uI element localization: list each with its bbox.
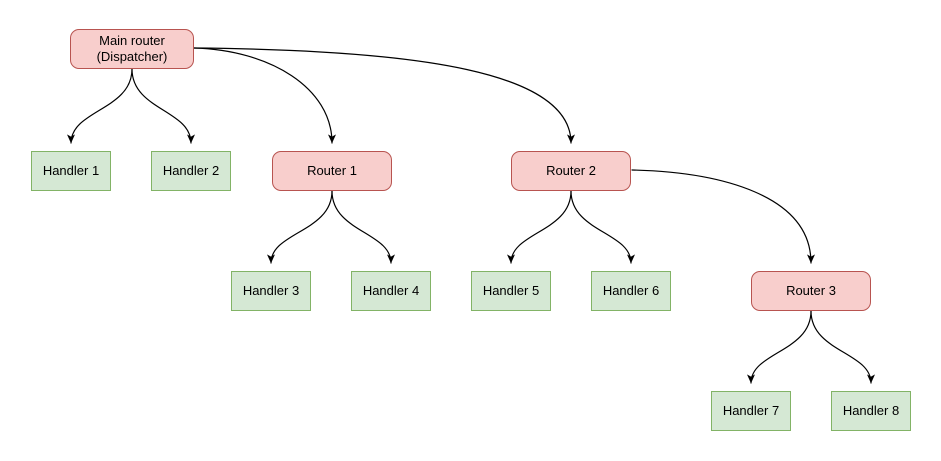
node-label-main-router: Main router (Dispatcher) [96,33,168,64]
node-label-handler-5: Handler 5 [482,283,540,298]
edge-router-2-to-router-3 [631,169,815,264]
edge-router-2-to-handler-5 [507,190,572,264]
node-router-2[interactable]: Router 2 [511,151,631,191]
node-label-handler-8: Handler 8 [842,403,900,418]
edge-main-to-handler-1 [67,68,133,144]
node-label-router-1: Router 1 [307,163,357,178]
edge-main-to-router-2 [193,47,575,144]
node-main-router[interactable]: Main router (Dispatcher) [70,29,194,69]
node-handler-4[interactable]: Handler 4 [351,271,431,311]
node-handler-2[interactable]: Handler 2 [151,151,231,191]
connector-group [67,47,875,384]
node-label-handler-6: Handler 6 [602,283,660,298]
node-label-handler-2: Handler 2 [162,163,220,178]
edge-main-to-handler-2 [131,68,195,144]
node-handler-5[interactable]: Handler 5 [471,271,551,311]
node-router-1[interactable]: Router 1 [272,151,392,191]
edge-router-1-to-handler-4 [331,190,395,264]
edge-router-2-to-handler-6 [570,190,635,264]
node-handler-6[interactable]: Handler 6 [591,271,671,311]
node-label-handler-3: Handler 3 [242,283,300,298]
node-label-handler-1: Handler 1 [42,163,100,178]
node-router-3[interactable]: Router 3 [751,271,871,311]
node-label-handler-4: Handler 4 [362,283,420,298]
node-handler-3[interactable]: Handler 3 [231,271,311,311]
node-handler-7[interactable]: Handler 7 [711,391,791,431]
edge-main-to-router-1 [193,47,336,144]
node-label-router-3: Router 3 [786,283,836,298]
node-label-router-2: Router 2 [546,163,596,178]
edge-router-1-to-handler-3 [267,190,333,264]
node-label-handler-7: Handler 7 [722,403,780,418]
node-handler-1[interactable]: Handler 1 [31,151,111,191]
node-handler-8[interactable]: Handler 8 [831,391,911,431]
edge-router-3-to-handler-8 [810,310,875,384]
edge-router-3-to-handler-7 [747,310,812,384]
